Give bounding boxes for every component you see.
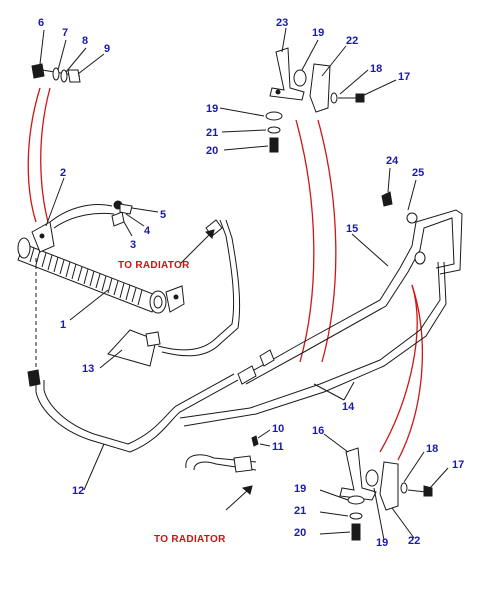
upper-bracket-assembly (265, 47, 365, 153)
callout-leaders (39, 27, 449, 541)
oil-cooler (17, 221, 185, 314)
callout-21-lower: 21 (294, 505, 306, 517)
callout-9: 9 (104, 43, 110, 55)
callout-14: 14 (342, 401, 355, 413)
note-to-radiator-upper: TO RADIATOR (118, 260, 190, 271)
callout-2: 2 (60, 167, 66, 179)
radiator-notes: TO RADIATOR TO RADIATOR (118, 260, 226, 545)
callout-1: 1 (60, 319, 66, 331)
callout-21: 21 (206, 127, 218, 139)
callout-4: 4 (144, 225, 151, 237)
callout-8: 8 (82, 35, 88, 47)
bolt-washer-nut-set (31, 63, 81, 83)
to-radiator-arrows (179, 229, 253, 511)
note-to-radiator-lower: TO RADIATOR (154, 534, 226, 545)
callout-18: 18 (370, 63, 382, 75)
cooler-fins (29, 247, 143, 306)
lower-bracket-assembly (339, 447, 433, 541)
callout-22: 22 (346, 35, 358, 47)
callout-19: 19 (312, 27, 324, 39)
callout-15: 15 (346, 223, 358, 235)
callout-10: 10 (272, 423, 284, 435)
callout-25: 25 (412, 167, 424, 179)
callout-7: 7 (62, 27, 68, 39)
callout-18-lower: 18 (426, 443, 438, 455)
callout-11: 11 (272, 441, 284, 453)
callout-17: 17 (398, 71, 410, 83)
red-association-lines (27, 87, 423, 461)
callout-12: 12 (72, 485, 84, 497)
callout-3: 3 (130, 239, 136, 251)
callout-22-lower: 22 (408, 535, 420, 547)
callout-17-lower: 17 (452, 459, 464, 471)
callout-16: 16 (312, 425, 324, 437)
callout-6: 6 (38, 17, 44, 29)
callout-numbers: 1 2 3 4 5 6 7 8 9 10 11 12 13 14 15 16 1… (38, 17, 464, 549)
clip-bolt-set (49, 200, 133, 229)
callout-19-lower-right: 19 (376, 537, 388, 549)
pipework (27, 191, 463, 473)
callout-19-lower-left: 19 (294, 483, 306, 495)
callout-20: 20 (206, 145, 218, 157)
callout-19-washer: 19 (206, 103, 218, 115)
callout-20-lower: 20 (294, 527, 306, 539)
callout-13: 13 (82, 363, 94, 375)
callout-23: 23 (276, 17, 288, 29)
callout-5: 5 (160, 209, 166, 221)
callout-24: 24 (386, 155, 399, 167)
